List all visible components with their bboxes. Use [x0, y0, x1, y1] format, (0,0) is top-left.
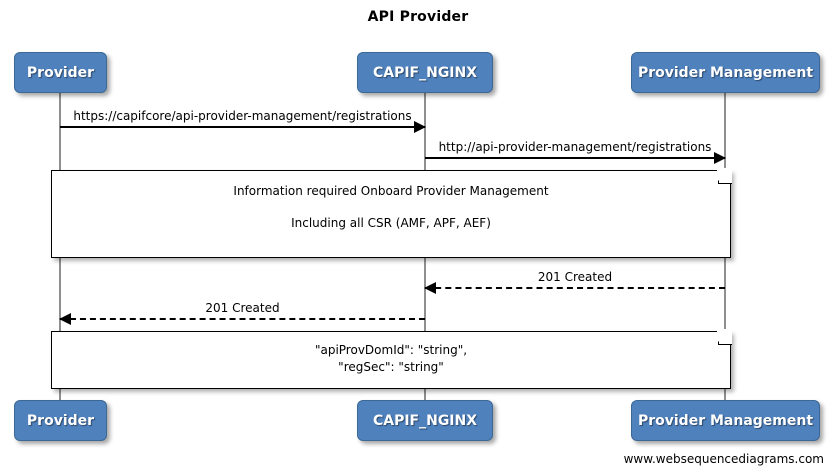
- participant-label: Provider: [26, 412, 95, 429]
- participant-label: Provider Management: [637, 412, 814, 429]
- message-line: [60, 126, 425, 128]
- message-arrow-2: http://api-provider-management/registrat…: [425, 140, 726, 164]
- message-label-2: http://api-provider-management/registrat…: [438, 140, 712, 154]
- message-arrow-3: 201 Created: [424, 270, 725, 294]
- note-response-payload: "apiProvDomId": "string", "regSec": "str…: [51, 329, 732, 389]
- participant-provider-bottom[interactable]: Provider: [14, 400, 107, 441]
- message-arrow-4: 201 Created: [59, 301, 425, 325]
- participant-label: CAPIF_NGINX: [372, 412, 478, 429]
- participant-label: CAPIF_NGINX: [372, 64, 478, 81]
- participant-label: Provider Management: [637, 64, 814, 81]
- message-line: [60, 318, 425, 320]
- arrowhead-right-icon: [714, 152, 726, 164]
- message-label-3: 201 Created: [537, 270, 613, 284]
- note-line: "apiProvDomId": "string",: [314, 343, 468, 357]
- arrowhead-left-icon: [59, 313, 71, 325]
- message-arrow-1: https://capifcore/api-provider-managemen…: [60, 109, 426, 133]
- message-line: [425, 157, 725, 159]
- participant-provider-management-top[interactable]: Provider Management: [631, 52, 820, 93]
- note-line: "regSec": "string": [338, 360, 444, 374]
- participant-provider-top[interactable]: Provider: [14, 52, 107, 93]
- message-label-1: https://capifcore/api-provider-managemen…: [73, 109, 412, 123]
- arrowhead-right-icon: [414, 121, 426, 133]
- participant-provider-management-bottom[interactable]: Provider Management: [631, 400, 820, 441]
- arrowhead-left-icon: [424, 282, 436, 294]
- note-line: Including all CSR (AMF, APF, AEF): [291, 216, 491, 230]
- diagram-title: API Provider: [367, 9, 469, 25]
- participant-capif-nginx-top[interactable]: CAPIF_NGINX: [357, 52, 493, 93]
- note-information-required: Information required Onboard Provider Ma…: [51, 168, 732, 258]
- note-fold-corner-icon: [717, 168, 732, 184]
- message-line: [425, 287, 725, 289]
- note-fold-corner-icon: [717, 329, 732, 345]
- participant-label: Provider: [26, 64, 95, 81]
- footer-attribution: www.websequencediagrams.com: [623, 452, 824, 466]
- participant-capif-nginx-bottom[interactable]: CAPIF_NGINX: [357, 400, 493, 441]
- note-line: Information required Onboard Provider Ma…: [233, 184, 549, 198]
- message-label-4: 201 Created: [205, 301, 280, 315]
